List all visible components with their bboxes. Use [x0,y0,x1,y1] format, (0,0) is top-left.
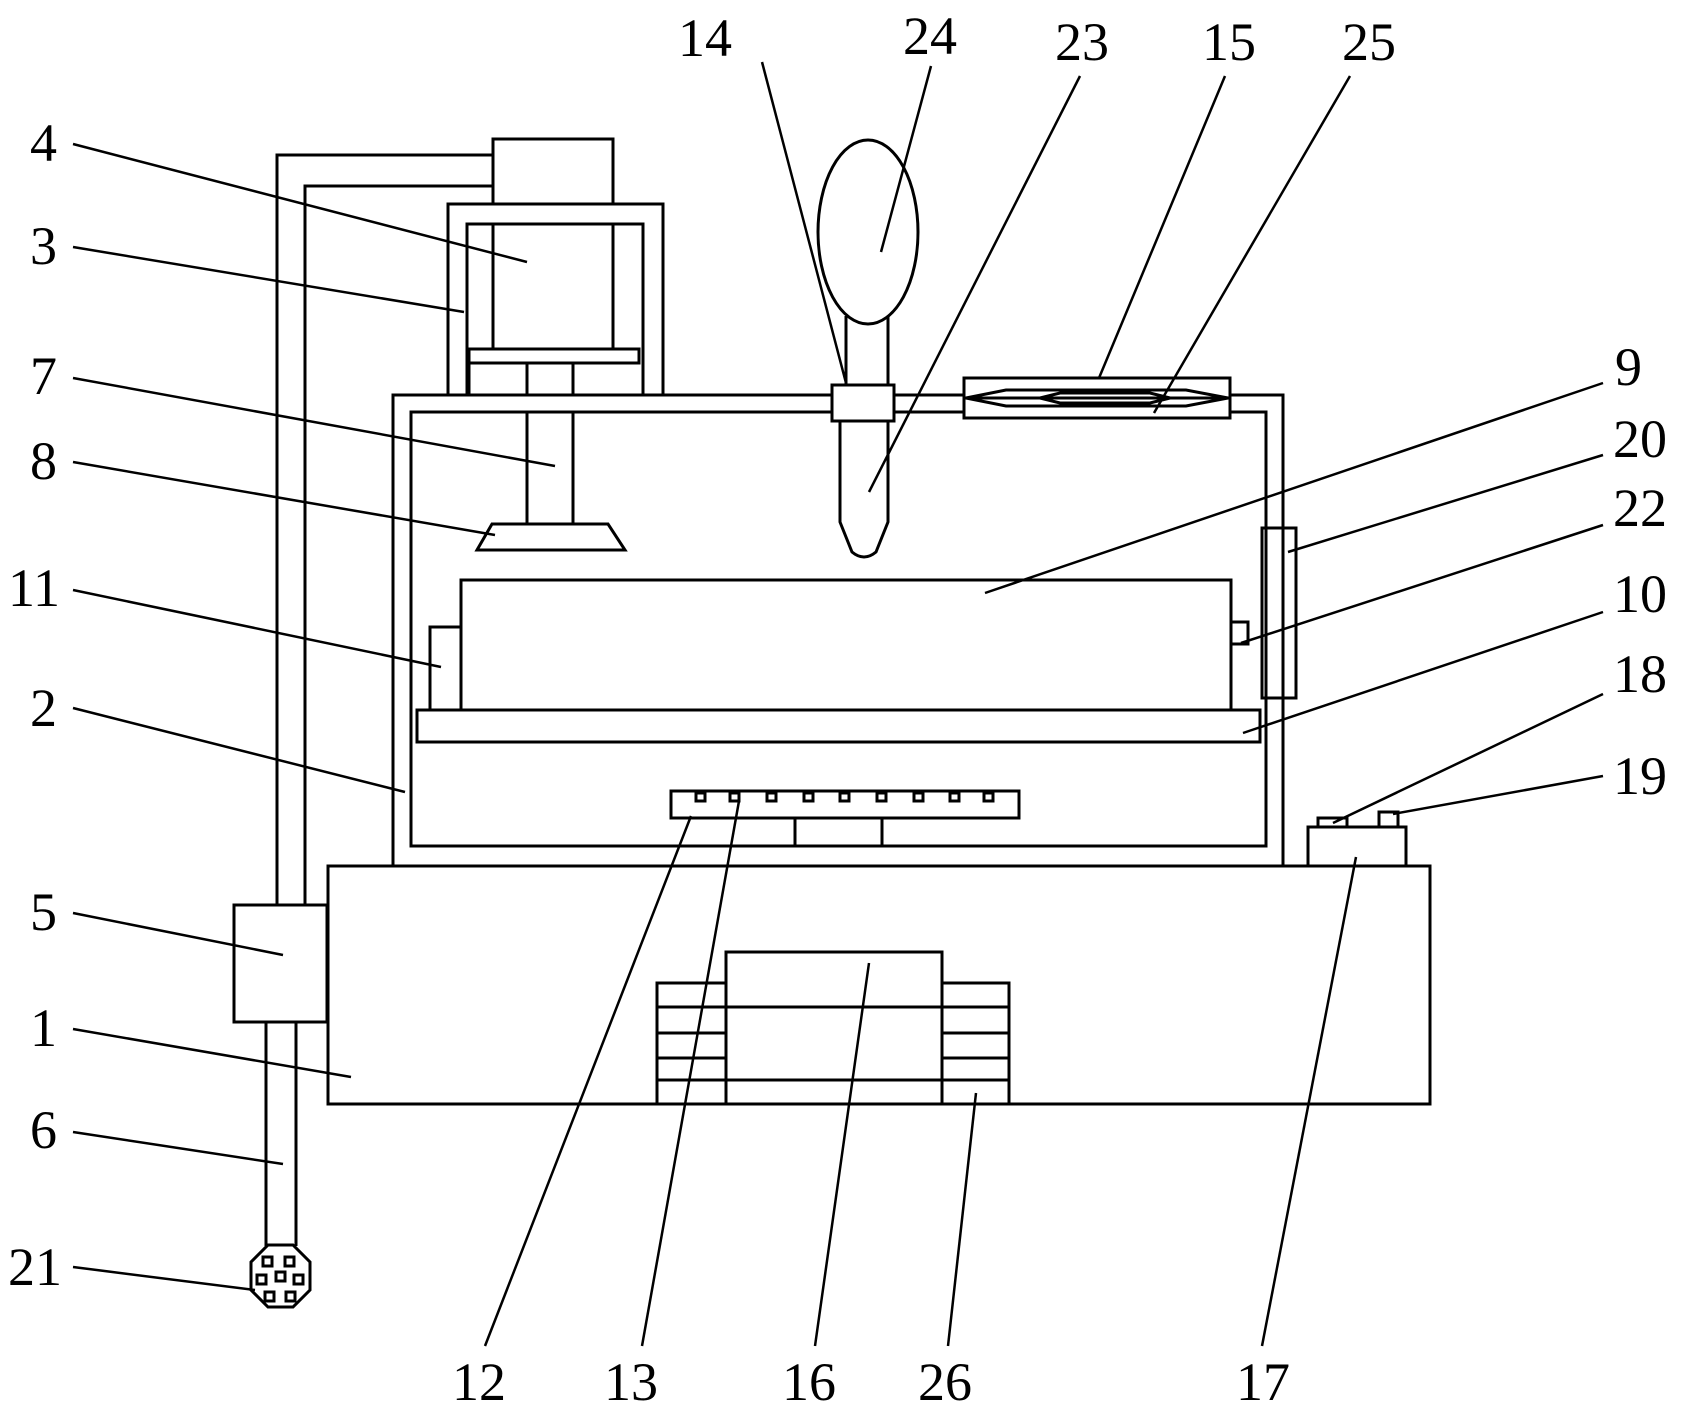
label-15: 15 [1202,12,1256,72]
label-26: 26 [918,1352,972,1410]
heat-sink [655,950,1011,1106]
switch-18 [1316,816,1349,829]
label-6: 6 [30,1100,57,1160]
lens-strip [964,388,1230,408]
press-head [474,522,628,552]
label-23: 23 [1055,12,1109,72]
workpiece [459,578,1233,712]
left-clamp [428,625,463,712]
control-unit [1306,825,1408,868]
motor-housing [446,202,665,395]
label-19: 19 [1613,746,1667,806]
motor [467,137,641,395]
label-3: 3 [30,216,57,276]
label-1: 1 [30,998,57,1058]
lower-plate [415,708,1262,744]
filter-head [249,1243,312,1309]
label-8: 8 [30,431,57,491]
label-16: 16 [782,1352,836,1410]
pipe [275,153,493,905]
leader-lines [72,61,1604,1347]
label-25: 25 [1342,12,1396,72]
label-14: 14 [678,8,732,68]
label-5: 5 [30,882,57,942]
label-24: 24 [903,6,957,66]
label-21: 21 [8,1237,62,1297]
pump [232,903,329,1024]
label-12: 12 [452,1352,506,1410]
label-17: 17 [1236,1352,1290,1410]
bulb [816,138,920,326]
hose [264,1022,298,1246]
label-22: 22 [1613,478,1667,538]
switch-19 [1377,810,1400,829]
label-7: 7 [30,346,57,406]
label-13: 13 [604,1352,658,1410]
nozzle-bar [669,789,1021,846]
mount-collar [830,383,896,423]
side-window [1260,526,1298,700]
label-10: 10 [1613,564,1667,624]
label-11: 11 [8,558,60,618]
label-4: 4 [30,113,57,173]
labels: 4 3 7 8 11 2 5 1 6 21 14 24 23 15 25 9 2… [8,6,1667,1410]
label-9: 9 [1615,337,1642,397]
label-2: 2 [30,678,57,738]
right-sensor [1229,620,1250,646]
label-18: 18 [1613,644,1667,704]
label-20: 20 [1613,409,1667,469]
press-shaft [525,412,575,524]
nozzle-tube [838,316,890,559]
